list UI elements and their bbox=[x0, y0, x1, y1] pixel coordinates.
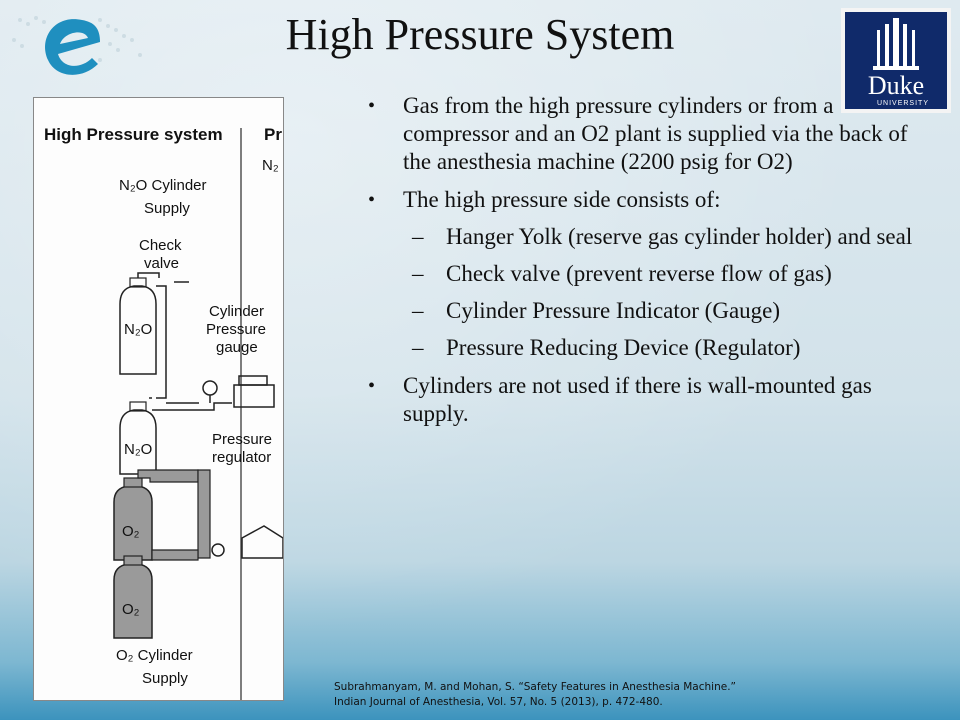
label-n2o-cylinder-2: N₂O bbox=[124, 441, 152, 458]
duke-logo-text: Duke bbox=[868, 71, 924, 100]
regulator-icon bbox=[233, 375, 283, 559]
bullet-item: • Cylinders are not used if there is wal… bbox=[360, 372, 920, 428]
label-o2-supply: Supply bbox=[142, 670, 188, 687]
label-n2o-cylinder-supply: N₂O Cylinder bbox=[119, 177, 207, 194]
bullet-marker: • bbox=[368, 189, 376, 211]
citation-line-1: Subrahmanyam, M. and Mohan, S. “Safety F… bbox=[334, 681, 736, 693]
duke-logo-subtext: UNIVERSITY bbox=[877, 100, 929, 107]
label-pressure-regulator-2: regulator bbox=[212, 449, 271, 466]
label-o2-cylinder-supply: O₂ Cylinder bbox=[116, 647, 193, 664]
sub-item-text: Hanger Yolk (reserve gas cylinder holder… bbox=[446, 224, 913, 249]
gauge-icon bbox=[202, 380, 218, 403]
high-pressure-diagram-figure: High Pressure system Pr N₂ N₂O Cylinder … bbox=[33, 97, 284, 701]
diagram-title: High Pressure system bbox=[44, 125, 223, 144]
sub-item: – Pressure Reducing Device (Regulator) bbox=[360, 334, 920, 362]
label-o2-cylinder-2: O₂ bbox=[122, 601, 140, 618]
dash-marker: – bbox=[412, 261, 424, 286]
bullet-marker: • bbox=[368, 95, 376, 117]
sub-item: – Check valve (prevent reverse flow of g… bbox=[360, 260, 920, 288]
diagram-pipes bbox=[137, 272, 232, 411]
bullet-text: Gas from the high pressure cylinders or … bbox=[403, 93, 908, 174]
citation-line-2: Indian Journal of Anesthesia, Vol. 57, N… bbox=[334, 696, 663, 708]
e-logo-icon bbox=[12, 16, 142, 75]
o2-cylinder-1 bbox=[113, 477, 153, 561]
sub-item: – Cylinder Pressure Indicator (Gauge) bbox=[360, 297, 920, 325]
bullet-text: The high pressure side consists of: bbox=[403, 187, 721, 212]
label-gauge: gauge bbox=[216, 339, 258, 356]
duke-logo-icon: Duke UNIVERSITY bbox=[841, 8, 951, 113]
dash-marker: – bbox=[412, 335, 424, 360]
bullet-list: • Gas from the high pressure cylinders o… bbox=[360, 84, 920, 428]
bullet-text: Cylinders are not used if there is wall-… bbox=[403, 373, 872, 426]
diagram-svg: High Pressure system Pr N₂ N₂O Cylinder … bbox=[44, 125, 283, 700]
dash-marker: – bbox=[412, 224, 424, 249]
slide-title: High Pressure System bbox=[285, 10, 675, 59]
label-pressure-regulator-1: Pressure bbox=[212, 431, 272, 448]
sub-item-text: Check valve (prevent reverse flow of gas… bbox=[446, 261, 832, 286]
label-cylinder: Cylinder bbox=[209, 303, 264, 320]
label-check: Check bbox=[139, 237, 182, 254]
n2o-cylinder-2 bbox=[119, 401, 157, 475]
citation: Subrahmanyam, M. and Mohan, S. “Safety F… bbox=[334, 680, 934, 710]
o2-pipes bbox=[137, 469, 211, 561]
sub-item-text: Pressure Reducing Device (Regulator) bbox=[446, 335, 801, 360]
diagram-title-cut: Pr bbox=[264, 125, 282, 144]
label-o2-cylinder-1: O₂ bbox=[122, 523, 140, 540]
diagram-cut-label: N₂ bbox=[262, 157, 279, 174]
label-valve: valve bbox=[144, 255, 179, 272]
bullet-item: • The high pressure side consists of: bbox=[360, 186, 920, 214]
sub-item-text: Cylinder Pressure Indicator (Gauge) bbox=[446, 298, 781, 323]
o2-gauge-icon bbox=[211, 543, 225, 557]
bullet-marker: • bbox=[368, 375, 376, 397]
dash-marker: – bbox=[412, 298, 424, 323]
sub-item: – Hanger Yolk (reserve gas cylinder hold… bbox=[360, 223, 920, 251]
label-pressure: Pressure bbox=[206, 321, 266, 338]
label-n2o-supply: Supply bbox=[144, 200, 190, 217]
o2-cylinder-2 bbox=[113, 555, 153, 639]
bullet-item: • Gas from the high pressure cylinders o… bbox=[360, 92, 920, 176]
label-n2o-cylinder-1: N₂O bbox=[124, 321, 152, 338]
